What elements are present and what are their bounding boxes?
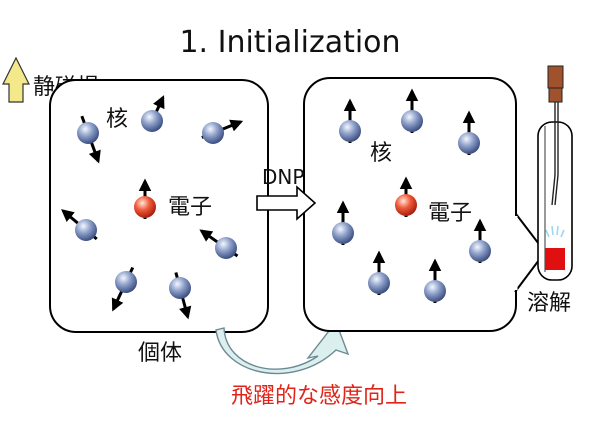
- dissolution-tube-icon: [537, 65, 573, 281]
- nuclear-spin-right: [368, 250, 390, 295]
- enhancement-label: 飛躍的な感度向上: [231, 384, 407, 409]
- solid-label: 個体: [138, 341, 182, 366]
- spins-left: [61, 95, 244, 320]
- nuclear-spin-right: [458, 110, 480, 155]
- electron-spin-right: [395, 176, 417, 217]
- nuclear-spin-right: [401, 88, 423, 133]
- nuclear-spin-left: [77, 115, 101, 164]
- return-arrow-icon: [215, 320, 350, 375]
- nuclear-spin-right: [424, 258, 446, 303]
- nuclear-spin-left: [141, 95, 165, 132]
- nuclear-spin-right: [332, 200, 354, 245]
- nuclear-spin-right: [339, 98, 361, 143]
- nuclear-spin-left: [201, 119, 244, 144]
- electron-label-right: 電子: [428, 201, 472, 226]
- dissolution-label: 溶解: [527, 291, 571, 316]
- spins-right: [332, 88, 491, 303]
- dnp-arrow-icon: [256, 185, 317, 221]
- dnp-label: DNP: [262, 165, 304, 189]
- electron-spin-left: [134, 178, 156, 219]
- nuclear-spin-left: [111, 266, 137, 312]
- electron-label-left: 電子: [168, 195, 212, 220]
- title: 1. Initialization: [179, 25, 400, 60]
- nuclear-spin-left: [199, 229, 239, 259]
- nucleus-label-left: 核: [106, 107, 128, 132]
- field-arrow-icon: [2, 56, 30, 103]
- nucleus-label-right: 核: [370, 141, 392, 166]
- nuclear-spin-left: [169, 272, 192, 320]
- nuclear-spin-right: [469, 218, 491, 263]
- nuclear-spin-left: [61, 209, 98, 241]
